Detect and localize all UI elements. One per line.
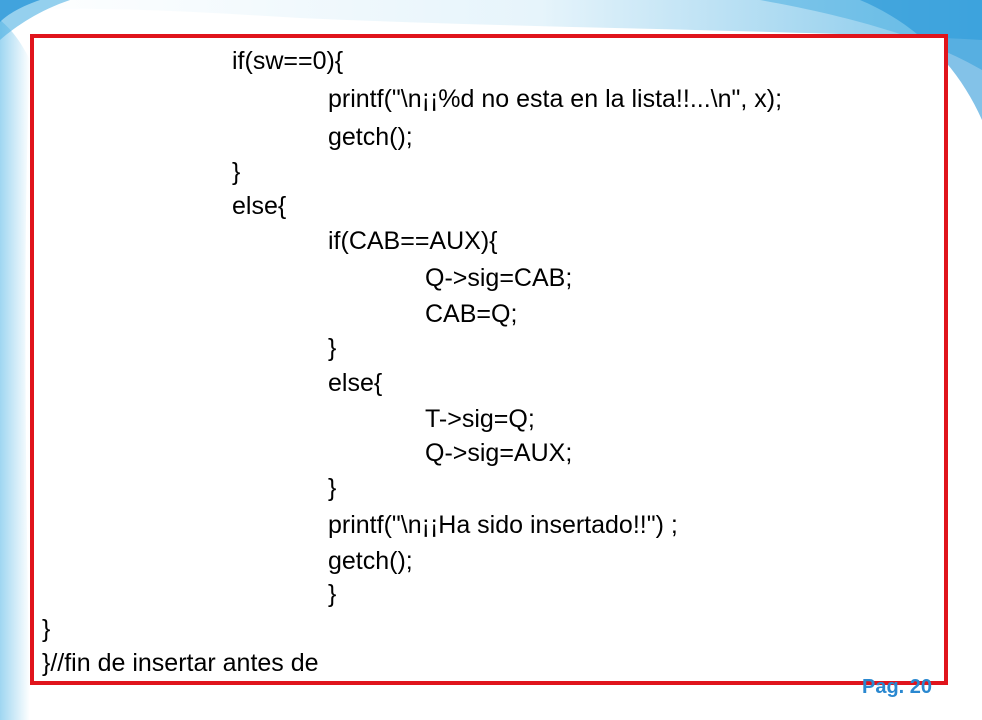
code-line-1: if(sw==0){ xyxy=(232,47,344,75)
code-line-4: } xyxy=(232,158,241,186)
code-line-17: } xyxy=(42,615,51,643)
code-line-6: if(CAB==AUX){ xyxy=(328,227,498,255)
code-line-13: } xyxy=(328,474,337,502)
code-line-11: T->sig=Q; xyxy=(425,405,535,433)
code-line-2: printf("\n¡¡%d no esta en la lista!!...\… xyxy=(328,85,783,113)
code-line-15: getch(); xyxy=(328,547,413,575)
code-line-16: } xyxy=(328,580,337,608)
code-line-9: } xyxy=(328,334,337,362)
code-line-18: }//fin de insertar antes de xyxy=(42,649,319,677)
code-line-5: else{ xyxy=(232,192,287,220)
code-frame: if(sw==0){ printf("\n¡¡%d no esta en la … xyxy=(30,34,948,685)
page-number: Pag. 20 xyxy=(862,676,933,698)
code-line-14: printf("\n¡¡Ha sido insertado!!") ; xyxy=(328,511,678,539)
code-line-10: else{ xyxy=(328,369,383,397)
code-line-3: getch(); xyxy=(328,123,413,151)
code-line-7: Q->sig=CAB; xyxy=(425,264,573,292)
code-line-12: Q->sig=AUX; xyxy=(425,439,573,467)
code-line-8: CAB=Q; xyxy=(425,300,518,328)
